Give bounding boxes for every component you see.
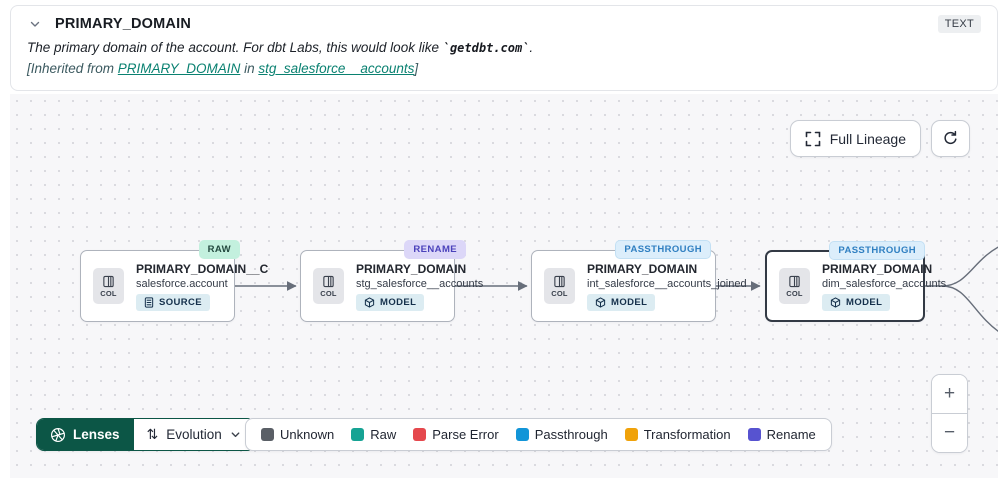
- lens-selector-dropdown[interactable]: ⇅ Evolution: [132, 419, 254, 450]
- description-period: .: [529, 40, 534, 55]
- lineage-canvas[interactable]: Full Lineage RAW COL PRIMARY_DOMAIN__C s…: [10, 94, 998, 478]
- refresh-button[interactable]: [931, 120, 970, 157]
- inherited-middle: in: [240, 61, 259, 76]
- lens-status-badge: PASSTHROUGH: [829, 241, 925, 260]
- node-model-name: salesforce.account: [136, 277, 228, 290]
- inherited-prefix: [Inherited from: [27, 61, 118, 76]
- model-cube-icon: [364, 296, 375, 308]
- lens-selected-label: Evolution: [166, 427, 222, 442]
- column-icon: [103, 275, 114, 287]
- node-column-name: PRIMARY_DOMAIN__C: [136, 261, 269, 276]
- legend-item: Parse Error: [413, 427, 499, 442]
- node-model-name: int_salesforce__accounts_joined: [587, 277, 747, 290]
- lenses-control: Lenses ⇅ Evolution: [36, 418, 255, 451]
- resource-type-badge: MODEL: [587, 293, 656, 311]
- legend-label: Parse Error: [432, 427, 499, 442]
- lens-aperture-icon: [50, 427, 66, 442]
- legend-swatch-raw: [351, 428, 365, 441]
- col-chip-label: COL: [320, 288, 337, 298]
- refresh-icon: [944, 130, 957, 145]
- column-chip: COL: [544, 268, 575, 304]
- database-icon: [144, 296, 154, 308]
- legend-label: Passthrough: [534, 427, 608, 442]
- legend-item: Passthrough: [515, 427, 608, 442]
- model-cube-icon: [595, 296, 606, 308]
- resource-type-label: MODEL: [380, 296, 417, 308]
- col-chip-label: COL: [551, 288, 568, 298]
- chevron-down-icon: [231, 432, 240, 438]
- legend-swatch-unknown: [261, 428, 274, 441]
- resource-type-label: MODEL: [611, 296, 648, 308]
- node-column-name: PRIMARY_DOMAIN: [587, 261, 698, 276]
- column-description: The primary domain of the account. For d…: [27, 40, 981, 55]
- inherited-column-link[interactable]: PRIMARY_DOMAIN: [117, 61, 241, 76]
- resource-type-badge: MODEL: [822, 293, 891, 311]
- lens-legend: Unknown Raw Parse Error Passthrough Tran…: [245, 418, 832, 451]
- expand-icon: [805, 131, 821, 146]
- lens-status-badge: PASSTHROUGH: [615, 240, 711, 259]
- column-chip: COL: [93, 268, 124, 304]
- legend-item: Unknown: [261, 427, 334, 442]
- legend-item: Transformation: [624, 427, 731, 442]
- model-cube-icon: [830, 296, 841, 308]
- legend-swatch-parse-error: [413, 428, 427, 441]
- inherited-model-link[interactable]: stg_salesforce__accounts: [258, 61, 415, 76]
- inherited-suffix: ]: [414, 61, 419, 76]
- column-chip: COL: [779, 268, 810, 304]
- legend-label: Unknown: [280, 427, 335, 442]
- node-column-name: PRIMARY_DOMAIN: [356, 261, 467, 276]
- node-model-name: dim_salesforce_accounts: [822, 277, 947, 290]
- lens-status-badge: RENAME: [404, 240, 466, 259]
- column-icon: [554, 275, 565, 287]
- legend-label: Rename: [766, 427, 816, 442]
- description-code: `getdbt.com`: [442, 41, 530, 55]
- column-chip: COL: [313, 268, 344, 304]
- swap-vertical-icon: ⇅: [146, 426, 159, 442]
- resource-type-badge: SOURCE: [136, 293, 211, 311]
- legend-swatch-rename: [747, 428, 761, 441]
- full-lineage-button[interactable]: Full Lineage: [789, 120, 921, 157]
- description-text: The primary domain of the account. For d…: [27, 40, 443, 55]
- column-icon: [789, 275, 800, 287]
- legend-label: Transformation: [643, 427, 731, 442]
- column-details-panel: PRIMARY_DOMAIN TEXT The primary domain o…: [10, 5, 998, 91]
- inherited-from-line: [Inherited from PRIMARY_DOMAIN in stg_sa…: [27, 61, 981, 76]
- legend-item: Rename: [747, 427, 816, 442]
- node-model-name: stg_salesforce__accounts: [356, 277, 484, 290]
- node-column-name: PRIMARY_DOMAIN: [822, 261, 933, 276]
- legend-item: Raw: [351, 427, 396, 442]
- resource-type-label: SOURCE: [159, 296, 203, 308]
- zoom-control: + −: [931, 374, 968, 453]
- lineage-node-stg[interactable]: RENAME COL PRIMARY_DOMAIN stg_salesforce…: [300, 240, 483, 322]
- zoom-out-button[interactable]: −: [932, 414, 967, 452]
- zoom-in-button[interactable]: +: [932, 375, 967, 413]
- legend-swatch-transformation: [624, 428, 638, 441]
- column-icon: [323, 275, 334, 287]
- lineage-node-source[interactable]: RAW COL PRIMARY_DOMAIN__C salesforce.acc…: [80, 240, 268, 322]
- lenses-button[interactable]: Lenses: [37, 419, 133, 450]
- lens-status-badge: RAW: [198, 240, 240, 259]
- legend-swatch-passthrough: [515, 428, 529, 441]
- legend-label: Raw: [370, 427, 397, 442]
- col-chip-label: COL: [100, 288, 117, 298]
- lineage-node-dim[interactable]: PASSTHROUGH COL PRIMARY_DOMAIN dim_sales…: [765, 241, 946, 322]
- collapse-chevron-icon[interactable]: [27, 16, 43, 32]
- full-lineage-label: Full Lineage: [829, 130, 906, 147]
- column-type-badge: TEXT: [937, 15, 981, 33]
- column-title: PRIMARY_DOMAIN: [55, 16, 191, 32]
- lenses-label: Lenses: [73, 427, 120, 442]
- resource-type-label: MODEL: [846, 296, 883, 308]
- lineage-node-int[interactable]: PASSTHROUGH COL PRIMARY_DOMAIN int_sales…: [531, 240, 747, 322]
- col-chip-label: COL: [786, 288, 803, 298]
- resource-type-badge: MODEL: [356, 293, 425, 311]
